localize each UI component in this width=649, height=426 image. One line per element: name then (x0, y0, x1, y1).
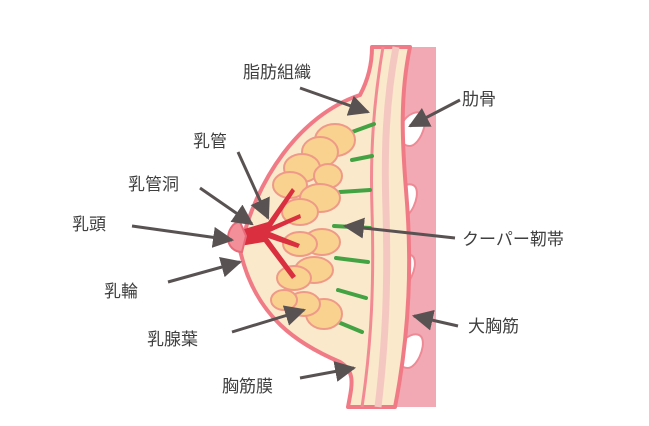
label-arrows (131, 86, 461, 382)
arrow-sinus (199, 186, 254, 226)
arrow-pectoralis (411, 309, 459, 331)
pectoral-fascia-band (360, 46, 385, 408)
arrow-lobe (231, 305, 307, 334)
arrow-fat-tissue (299, 86, 370, 116)
arrow-areola (167, 256, 243, 284)
label-areola: 乳輪 (104, 282, 138, 302)
label-sinus: 乳管洞 (128, 175, 179, 195)
arrow-nipple (131, 224, 235, 248)
label-nipple: 乳頭 (72, 215, 106, 235)
pectoral-fascia-inner (374, 46, 400, 408)
nipple (226, 220, 248, 254)
label-lobe: 乳腺葉 (147, 330, 198, 350)
label-fascia: 胸筋膜 (222, 377, 273, 397)
arrow-duct (236, 151, 270, 220)
arrow-coopers (342, 217, 456, 240)
arrow-fascia (299, 361, 357, 382)
mammary-lobes (270, 123, 356, 330)
arrow-rib (408, 98, 461, 128)
label-duct: 乳管 (193, 132, 227, 152)
label-fat-tissue: 脂肪組織 (243, 63, 311, 83)
lactiferous-ducts (234, 188, 301, 279)
label-rib: 肋骨 (462, 90, 496, 110)
label-coopers: クーパー靭帯 (462, 230, 564, 250)
label-pectoralis: 大胸筋 (468, 317, 519, 337)
